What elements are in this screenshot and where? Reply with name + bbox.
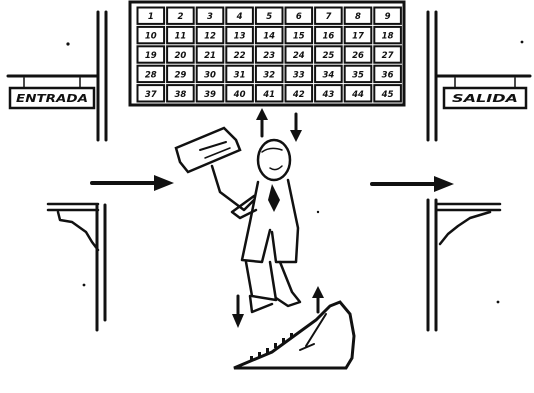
- board-number: 44: [351, 90, 364, 100]
- board-number: 20: [174, 51, 186, 61]
- board-number: 21: [204, 51, 216, 61]
- board-number: 11: [174, 32, 186, 42]
- board-number: 30: [204, 70, 216, 80]
- board-number: 16: [322, 32, 334, 42]
- board-number: 23: [263, 51, 275, 61]
- board-number: 29: [174, 70, 186, 80]
- board-number: 6: [296, 12, 302, 22]
- arrow-up-icon: [256, 108, 268, 120]
- entrance-sign: ENTRADA: [8, 76, 98, 108]
- entry-arrow-icon: [92, 175, 174, 191]
- exit-label: SALIDA: [452, 92, 518, 105]
- board-number: 36: [382, 70, 394, 80]
- board-number: 18: [382, 32, 394, 42]
- board-number: 45: [381, 90, 394, 100]
- board-number: 5: [266, 12, 272, 22]
- board-number: 35: [352, 70, 364, 80]
- board-number: 17: [352, 32, 364, 42]
- board-number: 10: [145, 32, 157, 42]
- board-number: 26: [352, 51, 364, 61]
- exit-sign: SALIDA: [436, 76, 530, 108]
- board-number: 19: [145, 51, 157, 61]
- board-number: 34: [322, 70, 334, 80]
- board-number: 3: [207, 12, 213, 22]
- board-number: 33: [293, 70, 305, 80]
- board-number: 40: [233, 90, 246, 100]
- board-number: 1: [148, 12, 154, 22]
- entrance-counter: [48, 204, 98, 250]
- board-number: 12: [204, 32, 216, 42]
- board-number: 28: [145, 70, 157, 80]
- board-number: 15: [293, 32, 305, 42]
- entrance-door-frame: [97, 12, 106, 330]
- board-number: 25: [322, 51, 334, 61]
- arrow-down-icon: [232, 314, 244, 328]
- clerk-figure: [176, 128, 300, 312]
- board-number: 38: [174, 90, 186, 100]
- board-number: 39: [204, 90, 216, 100]
- board-number: 37: [145, 90, 157, 100]
- board-number: 22: [234, 51, 246, 61]
- entrance-label: ENTRADA: [16, 92, 88, 105]
- board-number: 31: [234, 70, 246, 80]
- exit-door-frame: [428, 12, 436, 330]
- board-number: 2: [177, 12, 183, 22]
- bag-icon: [176, 128, 240, 172]
- board-number: 7: [325, 12, 331, 22]
- arrow-up-icon: [312, 286, 324, 298]
- board-number: 24: [293, 51, 305, 61]
- board-number: 9: [385, 12, 391, 22]
- board-number: 13: [234, 32, 246, 42]
- board-number: 32: [263, 70, 275, 80]
- board-number: 43: [321, 90, 334, 100]
- board-number: 4: [236, 12, 243, 22]
- board-number: 8: [355, 12, 361, 22]
- exit-arrow-icon: [372, 176, 454, 192]
- board-number: 42: [292, 90, 305, 100]
- board-number: 14: [263, 32, 275, 42]
- board-arrows: [256, 108, 302, 142]
- exit-counter: [436, 204, 500, 244]
- device-arrows: [232, 286, 324, 328]
- board-number: 41: [262, 90, 275, 100]
- arrow-down-icon: [290, 130, 302, 142]
- board-number: 27: [382, 51, 394, 61]
